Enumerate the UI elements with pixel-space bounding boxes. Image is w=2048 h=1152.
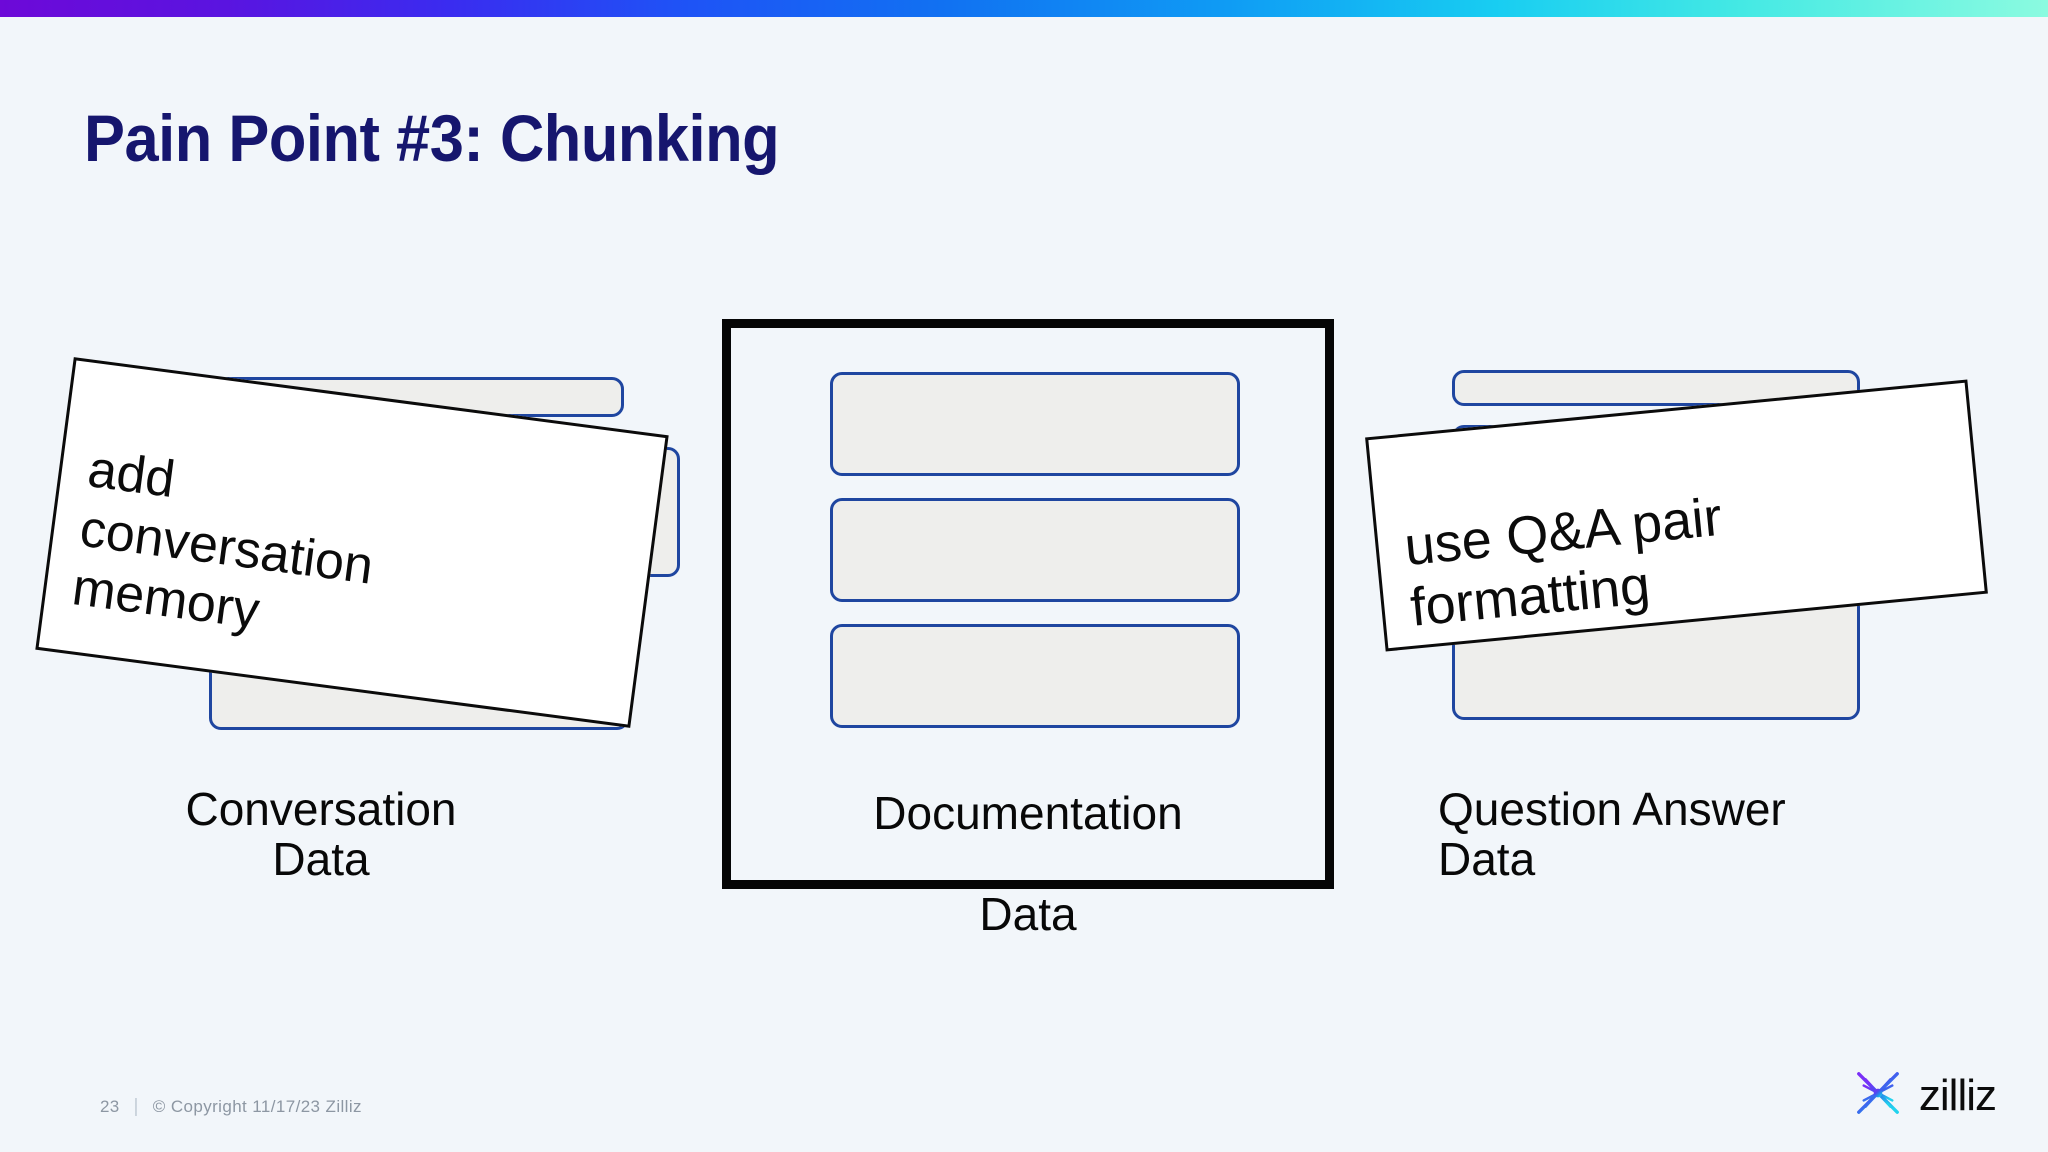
chunk-documentation-1 xyxy=(830,372,1240,476)
copyright-text: © Copyright 11/17/23 Zilliz xyxy=(152,1097,362,1116)
logo-wordmark: zilliz xyxy=(1918,1070,1997,1120)
footer: 23 | © Copyright 11/17/23 Zilliz xyxy=(100,1096,362,1118)
top-gradient-bar xyxy=(0,0,2048,17)
group-label-documentation-line2: Data xyxy=(979,888,1077,940)
chunk-documentation-3 xyxy=(830,624,1240,728)
group-label-documentation-line1: Documentation xyxy=(873,787,1183,839)
documentation-highlight-box xyxy=(722,319,1334,889)
footer-divider: | xyxy=(133,1096,139,1117)
sticky-note-conversation-text: add conversation memory xyxy=(69,440,377,641)
sticky-note-question-answer: use Q&A pair formatting xyxy=(1365,379,1988,652)
sticky-note-question-answer-text: use Q&A pair formatting xyxy=(1401,486,1725,638)
page-number: 23 xyxy=(100,1097,120,1116)
zilliz-logo: zilliz xyxy=(1847,1062,1997,1129)
starburst-icon xyxy=(1847,1062,1909,1129)
page-title: Pain Point #3: Chunking xyxy=(84,101,780,175)
chunk-documentation-2 xyxy=(830,498,1240,602)
